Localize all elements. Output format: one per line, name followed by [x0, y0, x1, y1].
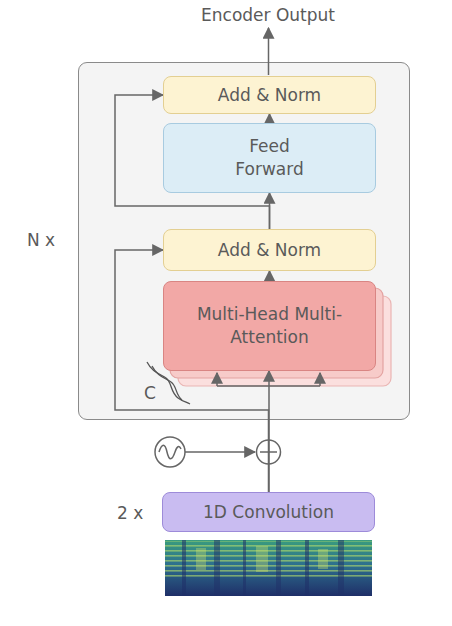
- output-label: Encoder Output: [201, 4, 335, 26]
- positional-encoding-symbol: [155, 437, 185, 467]
- spectrogram-gap: [243, 540, 246, 596]
- output-arrow: [268, 28, 270, 75]
- box-text: Feed Forward: [222, 135, 317, 181]
- box-text: Add & Norm: [218, 239, 321, 262]
- repeat-label: N x: [27, 229, 55, 252]
- spectrogram-base: [165, 540, 372, 596]
- repeat-label: 2 x: [117, 502, 143, 525]
- flow-arrow: [269, 271, 271, 281]
- spectrogram-gap: [305, 540, 309, 596]
- box-text: Multi-Head Multi-Attention: [185, 303, 355, 349]
- flow-arrow: [269, 114, 271, 123]
- spectrogram-gap: [338, 540, 344, 596]
- spectrogram-gap: [276, 540, 281, 596]
- spectrogram-burst: [196, 548, 206, 570]
- attention-box: Multi-Head Multi-Attention: [163, 281, 376, 371]
- encoder-block: N xAdd & NormFeed ForwardAdd & NormMulti…: [78, 62, 410, 420]
- input-arrow: [216, 373, 218, 380]
- box-text: 1D Convolution: [203, 501, 334, 524]
- spectrogram-burst: [256, 546, 268, 572]
- input-arrow: [319, 373, 321, 380]
- add-norm-box: Add & Norm: [163, 76, 376, 114]
- spectrogram-gap: [214, 540, 220, 596]
- spectrogram-image: [165, 540, 372, 596]
- box-text: Add & Norm: [218, 84, 321, 107]
- add-norm-box: Add & Norm: [163, 229, 376, 271]
- heads-count-label: C: [144, 382, 156, 404]
- feed-forward-box: Feed Forward: [163, 123, 376, 193]
- convolution-box: 2 x1D Convolution: [162, 492, 375, 532]
- spectrogram-gap: [182, 540, 186, 596]
- spectrogram-burst: [318, 549, 328, 569]
- encoding-arrow: [185, 451, 255, 453]
- sine-wave: [159, 445, 181, 459]
